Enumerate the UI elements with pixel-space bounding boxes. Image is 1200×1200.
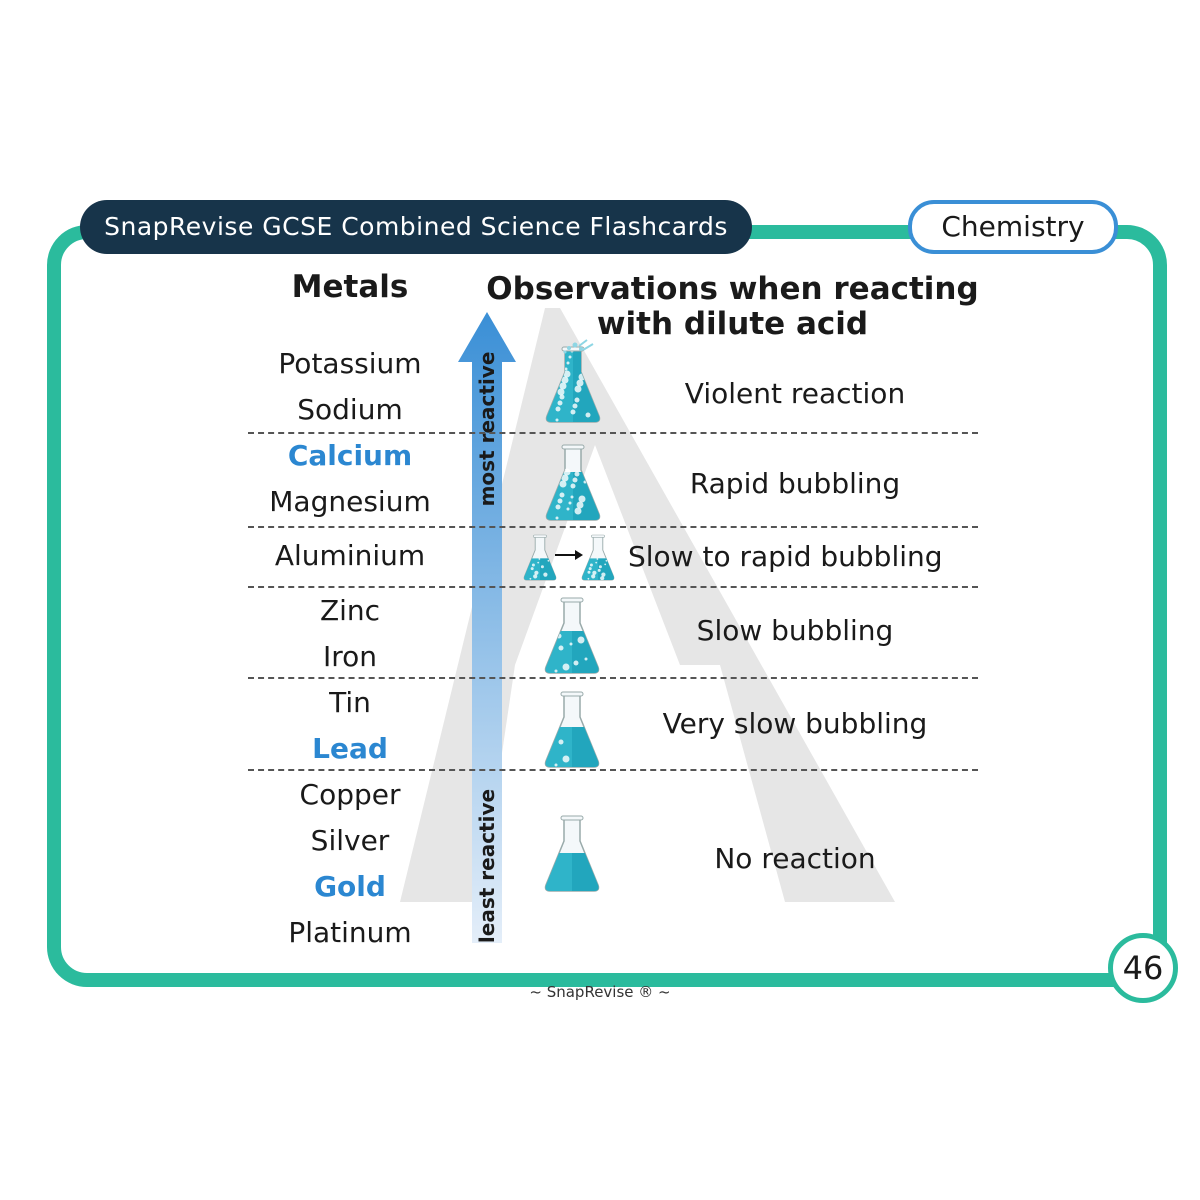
dashed-divider xyxy=(248,586,978,588)
page-number: 46 xyxy=(1108,933,1178,1003)
footer-brand: ~ SnapRevise ® ~ xyxy=(529,983,671,1001)
metal-item: Magnesium xyxy=(269,485,431,518)
reactivity-arrow xyxy=(458,312,516,943)
dashed-divider xyxy=(248,432,978,434)
metal-item: Sodium xyxy=(297,393,403,426)
metals-heading: Metals xyxy=(291,269,409,305)
observation-text: No reaction xyxy=(714,842,876,875)
observation-text: Very slow bubbling xyxy=(662,707,928,740)
metal-item: Aluminium xyxy=(274,539,426,572)
observations-heading: Observations when reacting with dilute a… xyxy=(486,271,979,342)
metal-item: Iron xyxy=(322,640,378,673)
observation-text: Slow to rapid bubbling xyxy=(628,540,943,573)
metal-item: Gold xyxy=(314,870,386,903)
metal-item: Platinum xyxy=(288,916,412,949)
metal-item: Calcium xyxy=(287,439,413,472)
least-reactive-label: least reactive xyxy=(475,788,499,944)
dashed-divider xyxy=(248,769,978,771)
metal-item: Silver xyxy=(310,824,390,857)
observation-text: Rapid bubbling xyxy=(689,467,901,500)
metal-item: Potassium xyxy=(278,347,422,380)
subject-badge: Chemistry xyxy=(908,200,1118,254)
metal-item: Copper xyxy=(299,778,401,811)
observation-text: Violent reaction xyxy=(684,377,906,410)
metal-item: Lead xyxy=(312,732,388,765)
metal-item: Tin xyxy=(329,686,371,719)
most-reactive-label: most reactive xyxy=(475,351,499,507)
metal-item: Zinc xyxy=(319,594,381,627)
dashed-divider xyxy=(248,526,978,528)
dashed-divider xyxy=(248,677,978,679)
flashcard-title: SnapRevise GCSE Combined Science Flashca… xyxy=(80,200,752,254)
observation-text: Slow bubbling xyxy=(696,614,894,647)
